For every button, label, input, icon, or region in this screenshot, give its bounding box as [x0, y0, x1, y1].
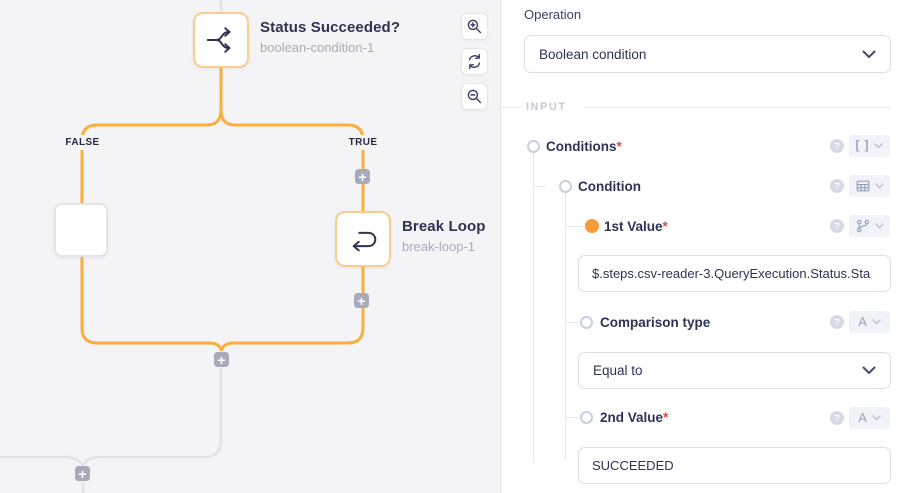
text-type-icon: A	[858, 315, 867, 329]
properties-panel: Operation Boolean condition INPUT Condit…	[501, 0, 908, 493]
first-value-type-selector[interactable]	[849, 215, 890, 237]
zoom-in-icon	[467, 19, 482, 34]
condition-type-selector[interactable]	[849, 175, 890, 197]
first-value-bullet	[585, 219, 599, 233]
node-label-boolean-condition: Status Succeeded? boolean-condition-1	[260, 19, 400, 55]
condition-bullet	[559, 180, 572, 193]
array-type-icon: [ ]	[855, 140, 870, 152]
operation-select[interactable]: Boolean condition	[524, 35, 891, 73]
chevron-down-icon	[871, 319, 881, 325]
operation-label: Operation	[524, 7, 582, 22]
reset-view-button[interactable]	[461, 48, 488, 75]
node-subtitle: break-loop-1	[402, 239, 475, 254]
chevron-down-icon	[874, 223, 884, 229]
zoom-out-icon	[467, 89, 482, 104]
comparison-type-label: Comparison type	[600, 315, 711, 330]
section-divider	[585, 107, 891, 108]
section-divider	[501, 107, 521, 108]
branch-label-true: TRUE	[342, 135, 384, 150]
tree-guide-line	[565, 226, 585, 227]
second-value-bullet	[580, 411, 593, 424]
help-icon[interactable]: ?	[830, 219, 844, 233]
required-marker: *	[663, 410, 669, 425]
chevron-down-icon	[871, 415, 881, 421]
refresh-icon	[468, 53, 481, 70]
condition-label: Condition	[578, 179, 641, 194]
add-step-button-true-bottom[interactable]: +	[354, 293, 369, 308]
tree-guide-line	[533, 186, 546, 187]
add-step-button-bottom[interactable]: +	[75, 466, 90, 481]
first-value-input[interactable]	[578, 255, 891, 292]
comparison-select-value: Equal to	[593, 363, 643, 378]
chevron-down-icon	[862, 366, 876, 374]
branch-label-false: FALSE	[60, 135, 105, 150]
table-type-icon	[856, 180, 869, 192]
required-marker: *	[662, 219, 668, 234]
operation-select-value: Boolean condition	[539, 46, 647, 62]
node-boolean-condition[interactable]	[193, 12, 249, 68]
node-label-break-loop: Break Loop break-loop-1	[402, 218, 486, 254]
node-placeholder[interactable]	[54, 203, 108, 257]
conditions-label-text: Conditions	[546, 139, 617, 154]
help-icon[interactable]: ?	[830, 315, 844, 329]
comparison-type-bullet	[580, 316, 593, 329]
help-icon[interactable]: ?	[830, 411, 844, 425]
tree-guide-line	[565, 322, 580, 323]
conditions-type-selector[interactable]: [ ]	[849, 135, 890, 157]
comparison-type-selector[interactable]: A	[849, 311, 890, 333]
second-value-label-text: 2nd Value	[600, 410, 664, 425]
active-connectors	[80, 68, 365, 352]
help-icon[interactable]: ?	[830, 179, 844, 193]
tree-guide-line	[565, 193, 566, 460]
chevron-down-icon	[874, 143, 884, 149]
tree-guide-line	[533, 153, 534, 462]
tree-guide-line	[565, 417, 580, 418]
chevron-down-icon	[862, 50, 876, 58]
node-title: Status Succeeded?	[260, 19, 401, 36]
split-arrows-icon	[206, 27, 231, 53]
comparison-select[interactable]: Equal to	[578, 352, 891, 389]
required-marker: *	[616, 139, 622, 154]
return-arrow-icon	[352, 231, 377, 252]
zoom-out-button[interactable]	[461, 83, 488, 110]
chevron-down-icon	[874, 183, 884, 189]
workflow-canvas[interactable]: Status Succeeded? boolean-condition-1 FA…	[0, 0, 501, 493]
first-value-label: 1st Value*	[604, 219, 668, 234]
node-subtitle: boolean-condition-1	[260, 40, 375, 55]
canvas-toolbar	[461, 13, 488, 110]
help-icon[interactable]: ?	[830, 139, 844, 153]
node-break-loop[interactable]	[335, 211, 391, 267]
node-title: Break Loop	[402, 218, 486, 235]
zoom-in-button[interactable]	[461, 13, 488, 40]
inactive-connectors	[0, 0, 223, 493]
input-section-title: INPUT	[526, 101, 567, 113]
first-value-label-text: 1st Value	[604, 219, 663, 234]
second-value-type-selector[interactable]: A	[849, 407, 890, 429]
add-step-button-merge[interactable]: +	[214, 352, 229, 367]
conditions-label: Conditions*	[546, 139, 622, 154]
conditions-bullet	[527, 140, 540, 153]
second-value-input[interactable]	[578, 447, 891, 484]
text-type-icon: A	[858, 411, 867, 425]
second-value-label: 2nd Value*	[600, 410, 668, 425]
add-step-button-true-top[interactable]: +	[355, 169, 370, 184]
branch-type-icon	[856, 219, 869, 233]
